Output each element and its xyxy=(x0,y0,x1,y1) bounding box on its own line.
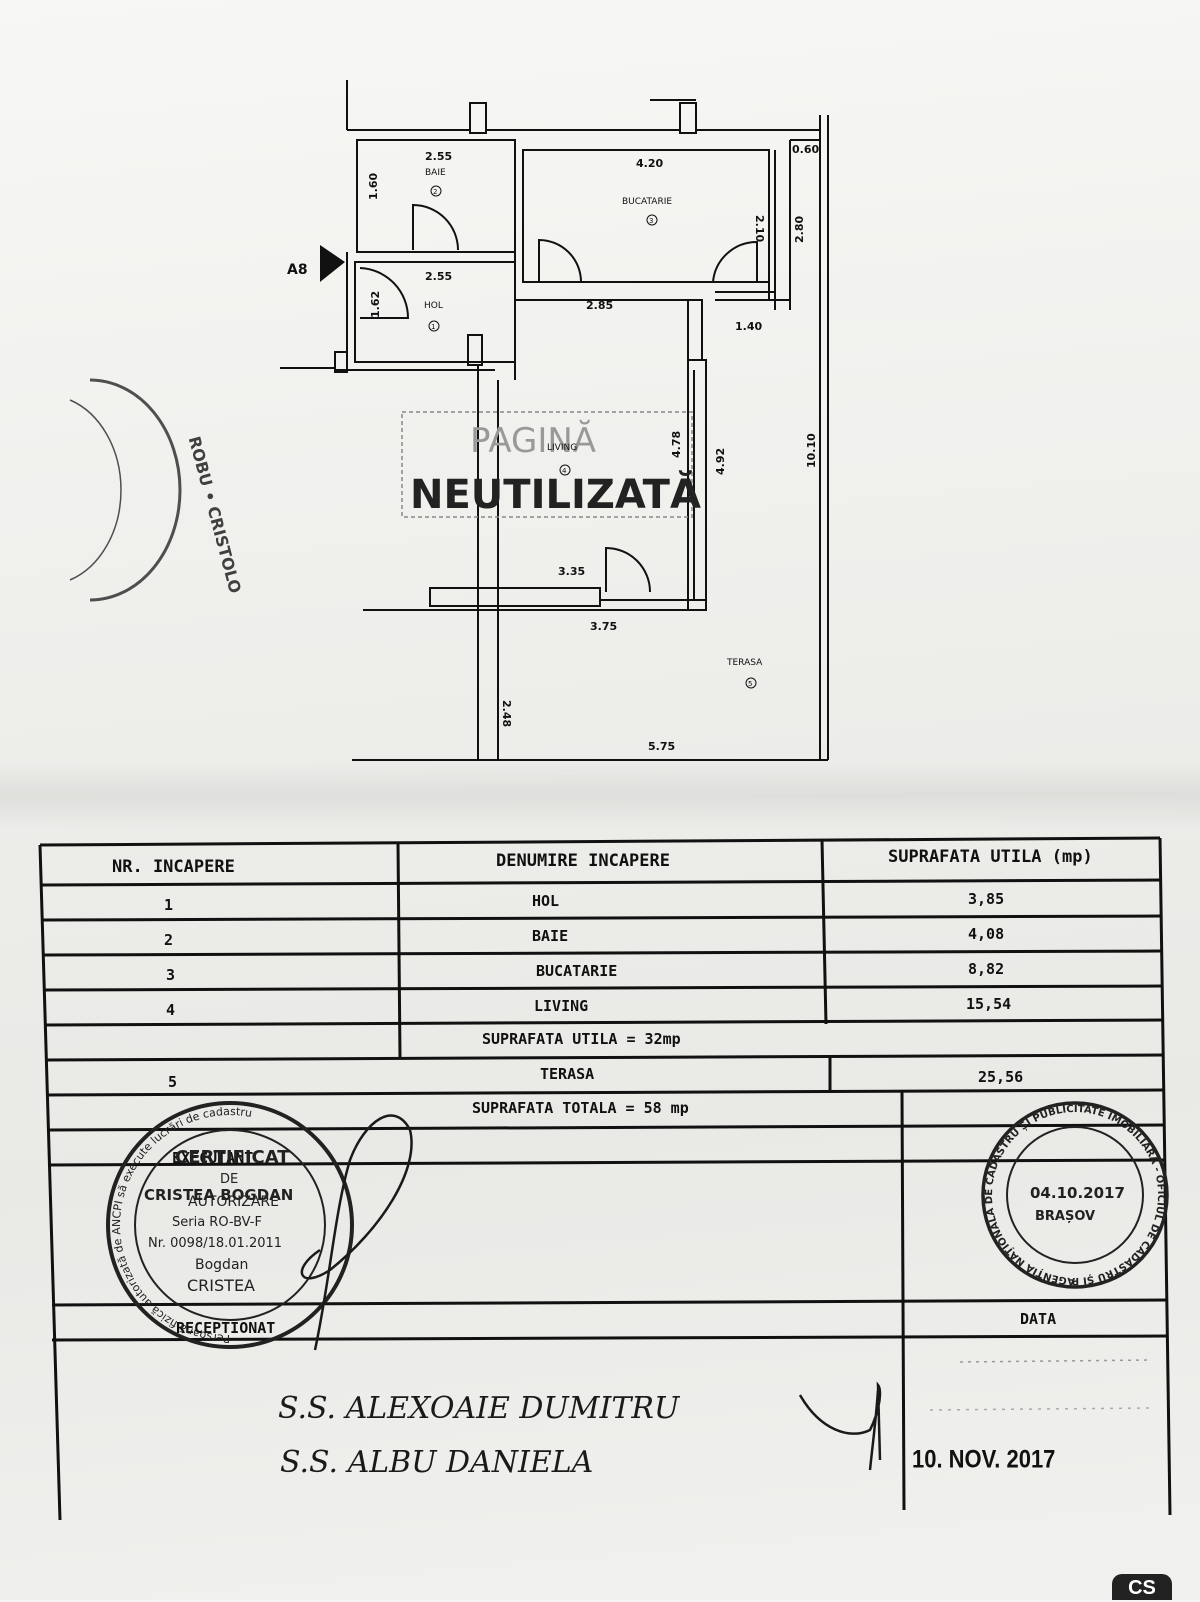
useful-area-subtotal: SUPRAFATA UTILA = 32mp xyxy=(482,1030,681,1048)
table-row: 3 BUCATARIE 8,82 xyxy=(166,960,1004,984)
stamp-de: DE xyxy=(220,1172,238,1187)
dim-right-upper: 2.80 xyxy=(793,216,806,243)
ancpi-stamp-center: BRAȘOV xyxy=(1035,1209,1095,1224)
row-1-area: 3,85 xyxy=(968,890,1004,908)
date-label: DATA xyxy=(1020,1310,1056,1328)
table-row: 4 LIVING 15,54 xyxy=(166,995,1011,1019)
stamp-seria: Seria RO-BV-F xyxy=(172,1215,262,1230)
dim-total-height: 10.10 xyxy=(805,433,818,468)
table-row: 2 BAIE 4,08 xyxy=(164,925,1004,949)
executant-signature xyxy=(300,1114,413,1351)
room-label-living: LIVING xyxy=(547,443,577,453)
room-label-terasa: TERASA xyxy=(726,658,763,668)
room-number-hol: 1 xyxy=(431,323,435,331)
receptionat-label: RECEPTIONAT xyxy=(176,1319,275,1337)
row-3-area: 8,82 xyxy=(968,960,1004,978)
dimension-labels: 2.55 1.60 4.20 0.60 2.10 2.80 2.55 1.62 … xyxy=(367,143,819,753)
table-row: 5 TERASA 25,56 xyxy=(168,1065,1023,1091)
row-4-area: 15,54 xyxy=(966,995,1011,1013)
floor-plan: PAGINĂ NEUTILIZATĂ A8 BAIE 2 BUCATARIE 3… xyxy=(69,80,829,761)
receptionat-signature xyxy=(798,1381,882,1471)
scanner-app-logo: CS xyxy=(1112,1574,1172,1600)
header-room-number: NR. INCAPERE xyxy=(112,857,235,877)
header-room-name: DENUMIRE INCAPERE xyxy=(496,851,670,871)
dim-bucatarie-width: 4.20 xyxy=(636,157,663,170)
entry-marker-label: A8 xyxy=(287,262,308,278)
row-2-name: BAIE xyxy=(532,927,568,945)
room-labels: BAIE 2 BUCATARIE 3 HOL 1 LIVING 4 TERASA… xyxy=(424,168,763,689)
row-2-number: 2 xyxy=(164,931,173,949)
row-5-number: 5 xyxy=(168,1073,177,1091)
row-1-number: 1 xyxy=(164,896,173,914)
header-useful-area: SUPRAFATA UTILA (mp) xyxy=(888,847,1093,867)
room-number-baie: 2 xyxy=(433,188,437,196)
row-1-name: HOL xyxy=(532,892,559,910)
ancpi-stamp-date: 04.10.2017 xyxy=(1030,1184,1125,1202)
row-3-name: BUCATARIE xyxy=(536,962,617,980)
dim-corridor-right: 1.40 xyxy=(735,320,762,333)
row-4-number: 4 xyxy=(166,1001,175,1019)
room-label-baie: BAIE xyxy=(425,168,446,178)
entry-marker: A8 xyxy=(287,245,345,282)
dim-living-height: 4.78 xyxy=(670,431,683,458)
row-4-name: LIVING xyxy=(534,997,588,1015)
stamp-holder-name: CRISTEA BOGDAN xyxy=(144,1186,293,1204)
stamp-first-name: Bogdan xyxy=(195,1257,248,1273)
row-2-area: 4,08 xyxy=(968,925,1004,943)
plan-doors xyxy=(359,203,758,593)
table-row: 1 HOL 3,85 xyxy=(164,890,1004,914)
room-number-living: 4 xyxy=(562,467,567,475)
stamp-certificat: CERTIFICAT xyxy=(175,1147,290,1168)
stamp-last-name: CRISTEA xyxy=(187,1276,255,1295)
room-label-bucatarie: BUCATARIE xyxy=(622,197,672,207)
dim-hol-height: 1.62 xyxy=(369,291,382,318)
plan-walls xyxy=(280,80,829,761)
dim-terrace-depth: 2.48 xyxy=(500,700,513,727)
dim-terrace-width: 5.75 xyxy=(648,740,675,753)
dim-baie-width: 2.55 xyxy=(425,150,452,163)
received-date-stamp: 10. NOV. 2017 xyxy=(912,1446,1055,1474)
stamp-autorizare: AUTORIZARE xyxy=(188,1194,279,1210)
row-3-number: 3 xyxy=(166,966,175,984)
authorization-stamp: Persoană fizică autorizată de ANCPI să e… xyxy=(106,1101,354,1349)
dim-small-wall: 0.60 xyxy=(792,143,819,156)
handwritten-name-2: S.S. ALBU DANIELA xyxy=(280,1445,593,1480)
scan-noise-line xyxy=(959,1359,1151,1363)
room-label-hol: HOL xyxy=(424,301,443,311)
dim-baie-height: 1.60 xyxy=(367,173,380,200)
dim-living-outer-height: 4.92 xyxy=(714,448,727,475)
dim-hol-width: 2.55 xyxy=(425,270,452,283)
total-area: SUPRAFATA TOTALA = 58 mp xyxy=(472,1099,689,1117)
unused-page-watermark: PAGINĂ NEUTILIZATĂ xyxy=(401,411,701,518)
scan-noise-line xyxy=(929,1407,1151,1411)
executant-label: EXECUTANT xyxy=(172,1149,253,1167)
stamp-number: Nr. 0098/18.01.2011 xyxy=(148,1236,282,1251)
dim-living-width: 3.35 xyxy=(558,565,585,578)
paper-fold-shadow xyxy=(0,760,1200,830)
watermark-line-1: PAGINĂ xyxy=(470,420,596,461)
watermark-line-2: NEUTILIZATĂ xyxy=(410,469,701,518)
table-grid xyxy=(38,836,1172,1521)
row-5-name: TERASA xyxy=(540,1065,594,1083)
dim-bucatarie-height: 2.10 xyxy=(753,215,766,242)
dim-corridor-width: 2.85 xyxy=(586,299,613,312)
dim-living-outer-width: 3.75 xyxy=(590,620,617,633)
room-number-terasa: 5 xyxy=(748,680,752,688)
row-5-area: 25,56 xyxy=(978,1068,1023,1086)
room-number-bucatarie: 3 xyxy=(649,217,653,225)
handwritten-name-1: S.S. ALEXOAIE DUMITRU xyxy=(278,1391,681,1426)
